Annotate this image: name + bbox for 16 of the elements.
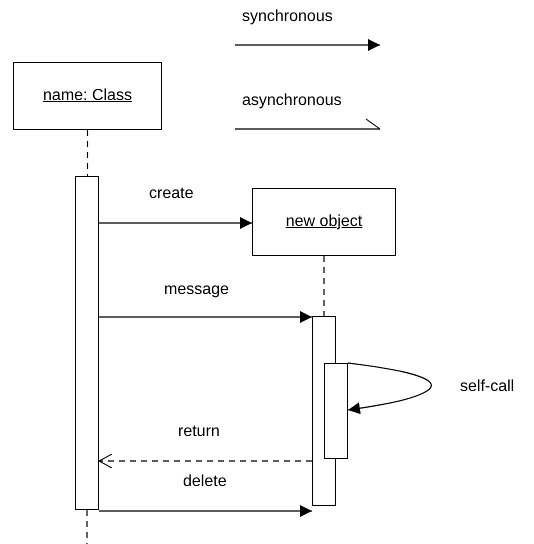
message-arrow: [99, 505, 312, 517]
lifeline: [86, 510, 88, 544]
activation-bar: [324, 363, 348, 459]
activation-bar: [75, 176, 99, 510]
legend-label: asynchronous: [240, 92, 344, 110]
legend-label: synchronous: [240, 8, 335, 26]
lifeline: [323, 256, 325, 316]
object-box: [252, 188, 396, 256]
lifeline: [86, 130, 88, 176]
message-arrow: [99, 217, 252, 229]
message-arrow: [98, 454, 312, 468]
object-box: [13, 62, 162, 130]
object-name: new object: [286, 213, 362, 231]
object-name: name: Class: [43, 87, 132, 105]
message-arrow: [99, 311, 312, 323]
message-arrow: [348, 362, 432, 414]
